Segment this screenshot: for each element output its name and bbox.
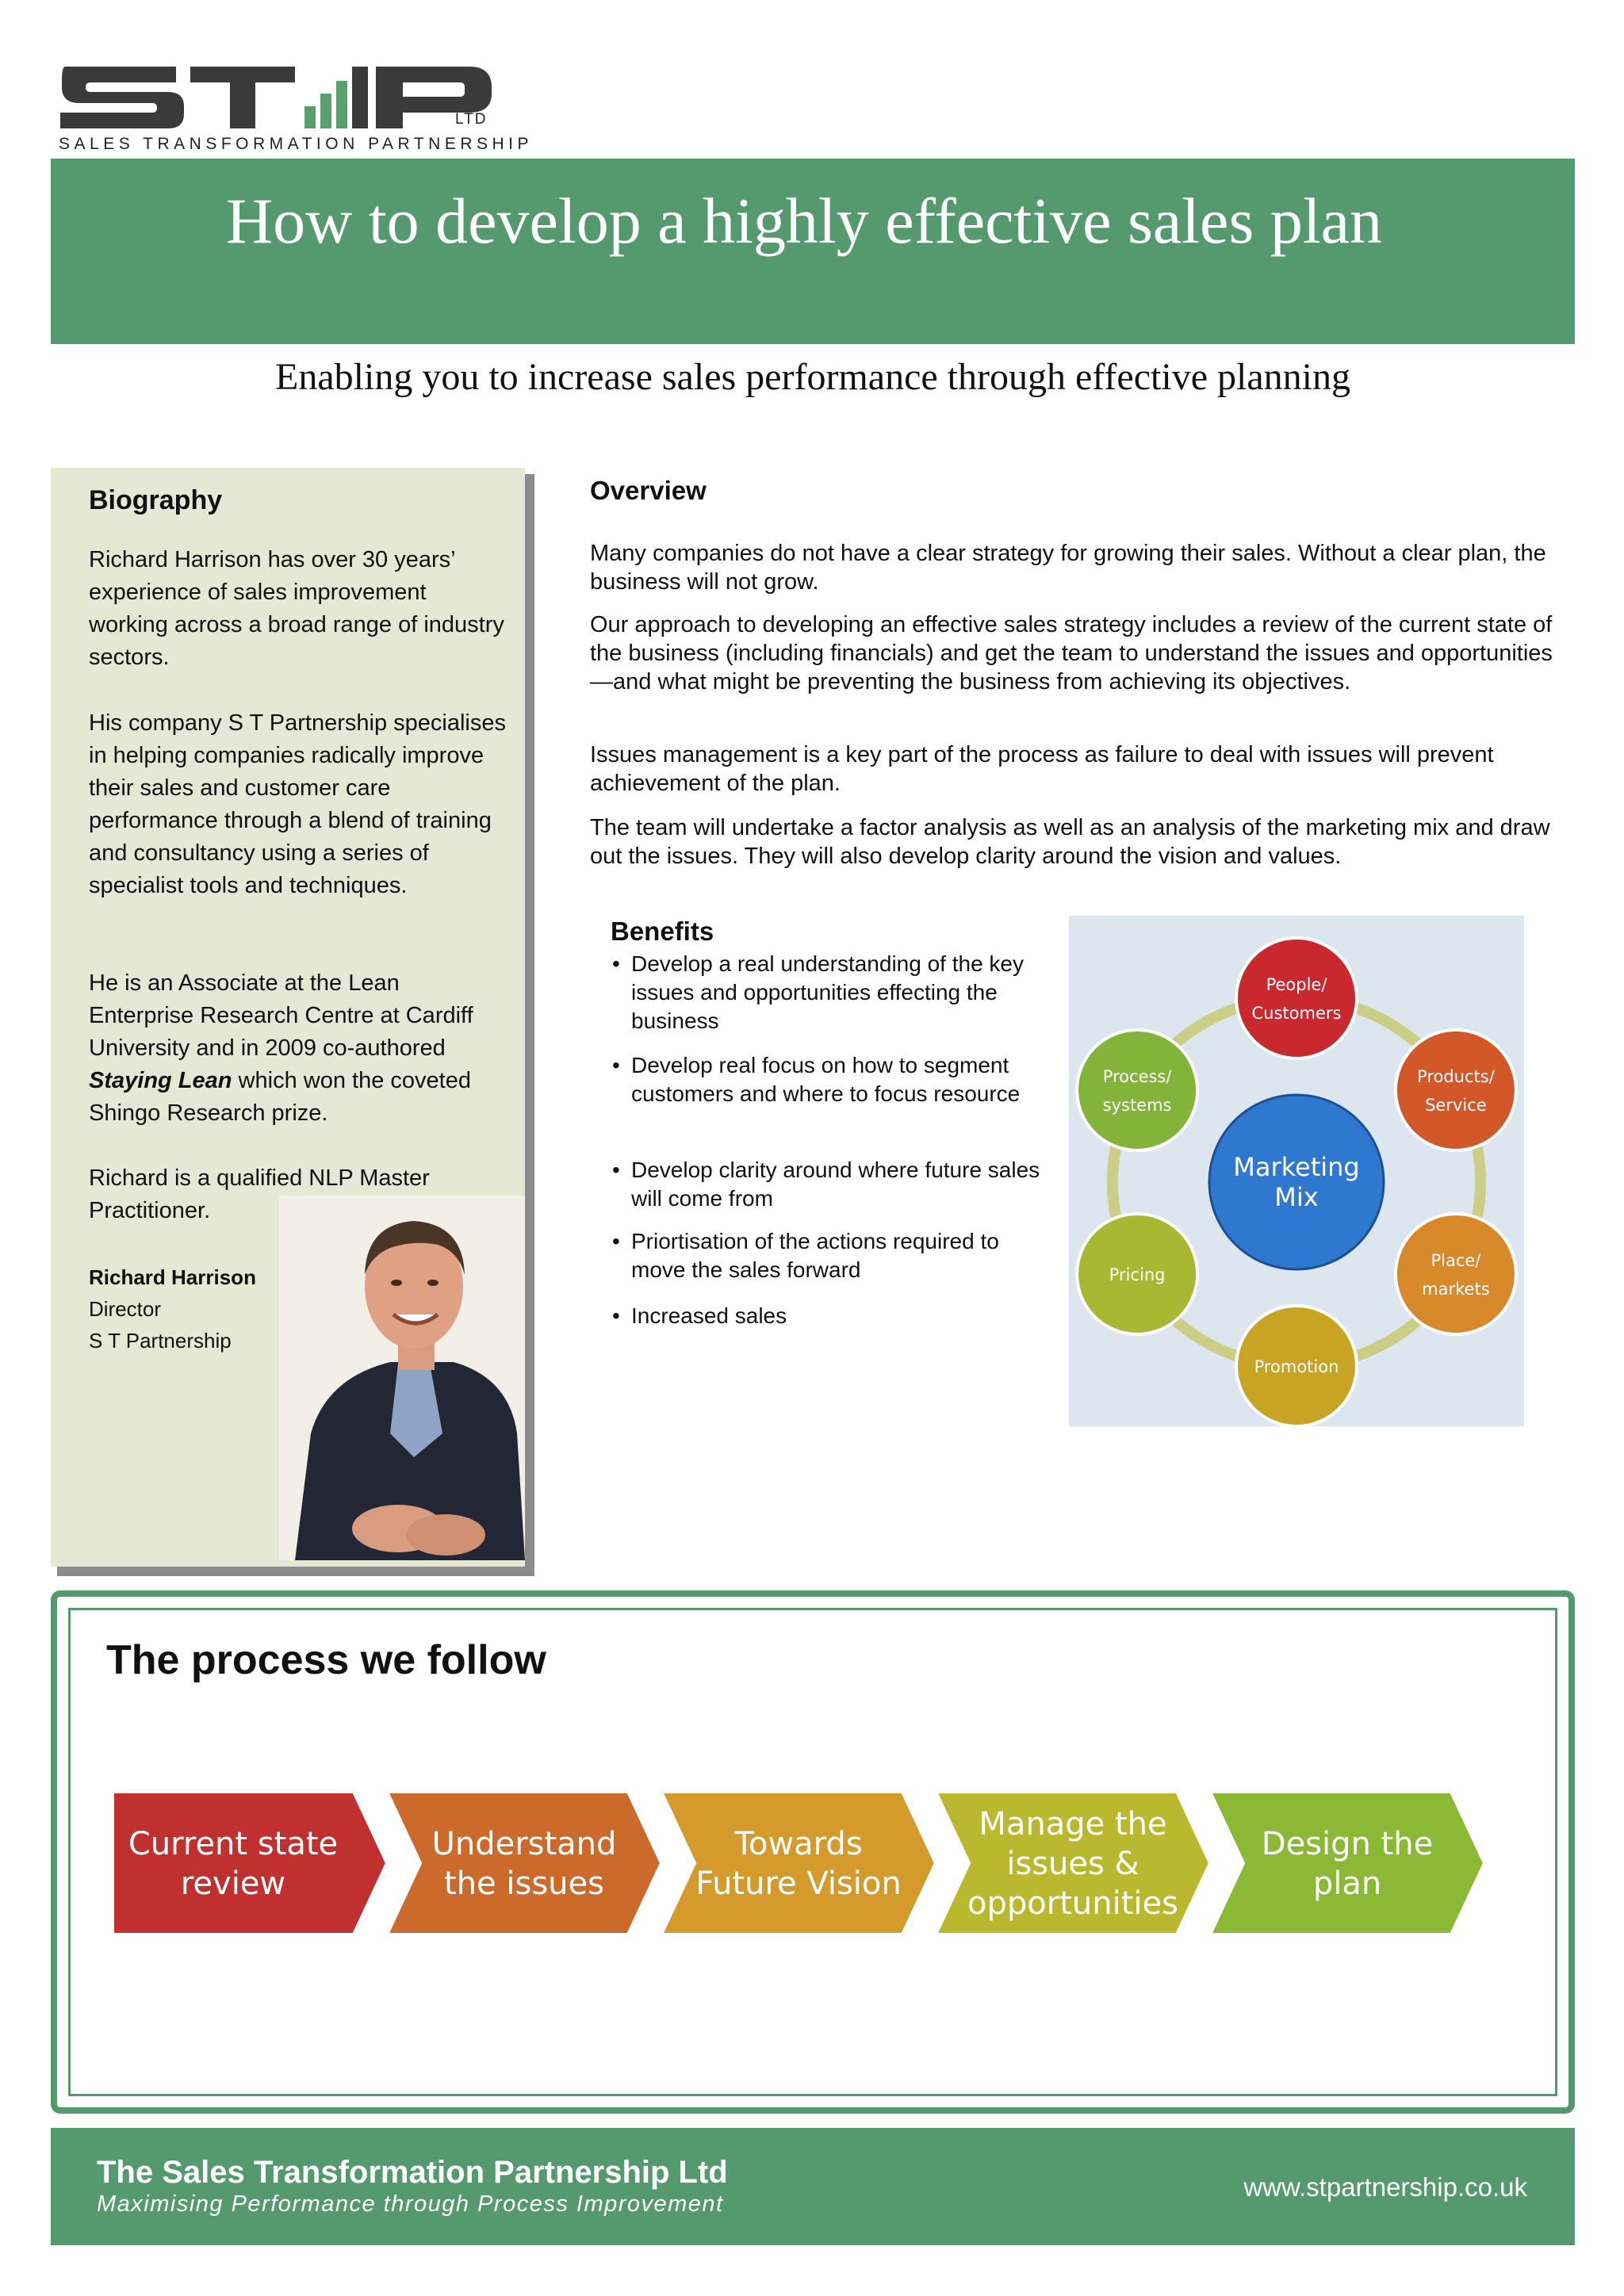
- logo-tagline: SALES TRANSFORMATION PARTNERSHIP: [59, 135, 534, 153]
- process-step-label: Understand: [432, 1826, 617, 1862]
- mix-node-label: systems: [1103, 1096, 1172, 1115]
- process-title: The process we follow: [106, 1637, 546, 1683]
- benefit-text: Develop clarity around where future sale…: [631, 1158, 1040, 1211]
- mix-node-label: People/: [1266, 975, 1328, 994]
- mix-center-label: Mix: [1274, 1182, 1318, 1212]
- bullet-icon: •: [612, 1229, 620, 1253]
- stip-logo-icon: [60, 67, 492, 128]
- overview-paragraph: Issues management is a key part of the p…: [590, 742, 1494, 796]
- process-step-arrow: [113, 1790, 389, 1936]
- benefit-text: Increased sales: [631, 1303, 787, 1328]
- process-step-label: Manage the: [979, 1806, 1166, 1843]
- mix-node-label: Promotion: [1254, 1357, 1339, 1376]
- book-title: Staying Lean: [89, 1068, 232, 1093]
- benefits-heading: Benefits: [611, 916, 714, 946]
- footer-website-link[interactable]: www.stpartnership.co.uk: [1243, 2172, 1527, 2202]
- biography-text: which won the coveted Shingo Research pr…: [89, 1068, 471, 1126]
- process-step-arrow: [933, 1790, 1212, 1936]
- footer-tagline: Maximising Performance through Process I…: [97, 2191, 724, 2217]
- benefit-item: • Priortisation of the actions required t…: [612, 1227, 1056, 1284]
- biography-paragraph: Richard Harrison has over 30 years’ expe…: [89, 547, 504, 670]
- mix-center-label: Marketing: [1233, 1152, 1359, 1182]
- mix-node-label: markets: [1422, 1280, 1489, 1299]
- logo-ltd: LTD: [455, 111, 488, 128]
- process-step-label: plan: [1313, 1866, 1381, 1902]
- process-step-label: Future Vision: [695, 1866, 901, 1902]
- mix-node-label: Place/: [1431, 1251, 1481, 1270]
- benefit-text: Priortisation of the actions required to…: [631, 1229, 999, 1282]
- company-logo: LTD SALES TRANSFORMATION PARTNERSHIP: [57, 62, 529, 154]
- mix-node-circle: [1075, 1212, 1200, 1336]
- biography-heading: Biography: [89, 485, 223, 515]
- process-step-label: review: [181, 1866, 285, 1902]
- header-band: How to develop a highly effective sales …: [51, 159, 1575, 344]
- overview-paragraph: Many companies do not have a clear strat…: [590, 541, 1546, 595]
- mix-node-circle: [1075, 1028, 1200, 1152]
- benefit-text: Develop real focus on how to segment cus…: [631, 1053, 1021, 1106]
- bio-person-company: S T Partnership: [89, 1329, 232, 1353]
- mix-node-label: Process/: [1103, 1067, 1173, 1086]
- process-step-label: Current state: [128, 1826, 338, 1862]
- benefit-item: • Develop a real understanding of the key…: [612, 950, 1056, 1035]
- mix-center-circle: [1208, 1093, 1385, 1271]
- process-step-label: Towards: [733, 1826, 862, 1862]
- biography-paragraph: He is an Associate at the Lean Enterpris…: [89, 967, 509, 1130]
- mix-node-circle: [1235, 936, 1358, 1060]
- process-panel-inner-border: [68, 1608, 1557, 2096]
- benefit-item: • Increased sales: [612, 1302, 1056, 1330]
- process-step-arrow: [1207, 1790, 1487, 1936]
- mix-node-label: Products/: [1417, 1067, 1496, 1086]
- process-step-label: opportunities: [967, 1885, 1178, 1922]
- page-title: How to develop a highly effective sales …: [225, 185, 1383, 257]
- overview-paragraph: Our approach to developing an effective …: [590, 612, 1553, 695]
- mix-node-circle: [1393, 1028, 1518, 1152]
- process-step-label: issues &: [1006, 1846, 1139, 1882]
- portrait-photo: [279, 1196, 525, 1560]
- mix-node-label: Pricing: [1109, 1265, 1166, 1284]
- bullet-icon: •: [612, 1053, 620, 1077]
- page-subtitle: Enabling you to increase sales performan…: [275, 356, 1350, 398]
- bio-person-name: Richard Harrison: [89, 1265, 256, 1289]
- benefit-item: • Develop clarity around where future sal…: [612, 1156, 1056, 1213]
- bullet-icon: •: [612, 1158, 620, 1182]
- overview-paragraph: The team will undertake a factor analysi…: [590, 815, 1550, 869]
- overview-heading: Overview: [590, 476, 707, 505]
- biography-paragraph: Richard is a qualified NLP Master Practi…: [89, 1165, 430, 1223]
- process-steps: Current state review Understand the issues T…: [113, 1790, 1487, 1936]
- person-portrait-icon: [279, 1196, 525, 1560]
- bullet-icon: •: [612, 951, 620, 976]
- footer-band: The Sales Transformation Partnership Ltd…: [51, 2128, 1575, 2245]
- footer-company-name: The Sales Transformation Partnership Ltd: [97, 2155, 728, 2190]
- process-step-arrow: [384, 1790, 664, 1936]
- mix-node-label: Service: [1425, 1096, 1487, 1115]
- biography-text: He is an Associate at the Lean Enterpris…: [89, 970, 473, 1061]
- benefit-item: • Develop real focus on how to segment cu…: [612, 1051, 1056, 1108]
- bullet-icon: •: [612, 1303, 620, 1328]
- process-step-label: Design the: [1262, 1826, 1433, 1862]
- process-step-label: the issues: [444, 1866, 604, 1902]
- process-step-arrow: [658, 1790, 938, 1936]
- mix-node-label: Customers: [1252, 1004, 1342, 1023]
- biography-paragraph: His company S T Partnership specialises …: [89, 710, 506, 898]
- mix-node-circle: [1393, 1212, 1518, 1336]
- biography-panel: Biography Richard Harrison has over 30 y…: [51, 468, 525, 1567]
- benefit-text: Develop a real understanding of the key …: [631, 951, 1024, 1033]
- bio-person-role: Director: [89, 1297, 162, 1321]
